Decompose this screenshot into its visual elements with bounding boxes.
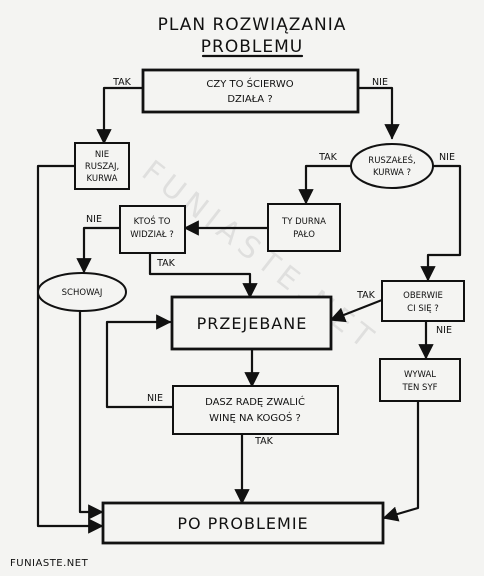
node-ty-durna-line1: TY DURNA: [281, 217, 326, 227]
edge-oberwie-yes: [329, 298, 384, 323]
node-oberwie-line2: CI SIĘ ?: [407, 304, 439, 314]
title-line2: PROBLEMU: [201, 37, 303, 57]
edge-nieruszaj-end: [36, 164, 104, 534]
node-nie-ruszaj-line3: KURWA: [87, 174, 118, 184]
node-ty-durna-line2: PAŁO: [293, 230, 315, 240]
label-ktos-yes: TAK: [156, 258, 176, 269]
node-dasz-rade-line2: WINĘ NA KOGOŚ ?: [209, 411, 301, 424]
edge-ktos-yes: [148, 251, 258, 299]
node-start-line1: CZY TO ŚCIERWO: [206, 77, 293, 90]
label-ruszales-yes: TAK: [318, 152, 338, 163]
label-dasz-no: NIE: [147, 393, 163, 404]
node-oberwie-line1: OBERWIE: [403, 291, 443, 301]
node-ktos-to-line1: KTOŚ TO: [134, 215, 171, 227]
label-oberwie-yes: TAK: [356, 290, 376, 301]
label-start-yes: TAK: [112, 77, 132, 88]
node-dasz-rade-line1: DASZ RADĘ ZWALIĆ: [205, 395, 305, 408]
node-wywal: WYWAL TEN SYF: [379, 358, 461, 402]
label-start-no: NIE: [372, 77, 388, 88]
node-ruszales-line2: KURWA ?: [373, 168, 411, 178]
edge-start-yes: [96, 86, 145, 145]
edge-ktos-no: [76, 226, 122, 274]
node-nie-ruszaj-line1: NIE: [95, 150, 109, 160]
label-oberwie-no: NIE: [436, 325, 452, 336]
node-start: CZY TO ŚCIERWO DZIAŁA ?: [141, 68, 360, 114]
title-line1: PLAN ROZWIĄZANIA: [158, 15, 347, 35]
node-nie-ruszaj: NIE RUSZAJ, KURWA: [74, 142, 130, 190]
label-ruszales-no: NIE: [439, 152, 455, 163]
edge-ruszales-yes: [298, 164, 354, 205]
node-oberwie: OBERWIE CI SIĘ ?: [381, 280, 465, 322]
node-wywal-line1: WYWAL: [404, 370, 436, 380]
node-schowaj: SCHOWAJ: [37, 272, 127, 312]
node-po-problemie: PO PROBLEMIE: [101, 501, 385, 545]
node-ktos-to: KTOŚ TO WIDZIAŁ ?: [119, 205, 186, 254]
node-ktos-to-line2: WIDZIAŁ ?: [130, 230, 174, 240]
node-dasz-rade: DASZ RADĘ ZWALIĆ WINĘ NA KOGOŚ ?: [172, 385, 339, 435]
edge-ruszales-no: [420, 164, 462, 282]
node-wywal-line2: TEN SYF: [401, 383, 437, 393]
node-ruszales-line1: RUSZAŁEŚ,: [368, 154, 415, 166]
node-start-line2: DZIAŁA ?: [227, 94, 272, 105]
node-przejebane: PRZEJEBANE: [170, 295, 333, 351]
node-po-problemie-line1: PO PROBLEMIE: [177, 514, 308, 533]
node-nie-ruszaj-line2: RUSZAJ,: [85, 162, 119, 172]
footer-site: FUNIASTE.NET: [10, 558, 89, 569]
label-dasz-yes: TAK: [254, 436, 274, 447]
node-schowaj-line1: SCHOWAJ: [62, 288, 103, 298]
node-ty-durna: TY DURNA PAŁO: [267, 203, 341, 252]
node-przejebane-line1: PRZEJEBANE: [197, 314, 308, 333]
node-ruszales: RUSZAŁEŚ, KURWA ?: [350, 143, 434, 189]
edge-dasz-no: [105, 314, 174, 409]
label-ktos-no: NIE: [86, 214, 102, 225]
edge-start-no: [356, 86, 400, 140]
edge-schowaj-end: [78, 308, 104, 520]
edge-wywal-end: [382, 399, 420, 522]
